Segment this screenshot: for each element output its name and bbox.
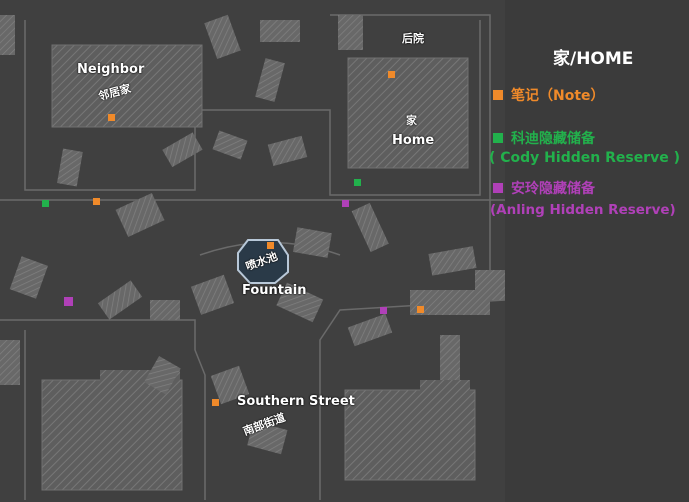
legend-anling-en: (Anling Hidden Reserve) [490, 202, 676, 218]
anling-reserve-marker[interactable] [64, 297, 73, 306]
note-marker[interactable] [108, 114, 115, 121]
anling-reserve-marker[interactable] [380, 307, 387, 314]
legend-title: 家/HOME [553, 49, 634, 69]
anling-reserve-marker[interactable] [342, 200, 349, 207]
legend-cody: 科迪隐藏储备 [493, 128, 595, 148]
green-square-icon [493, 133, 503, 143]
orange-square-icon [493, 90, 503, 100]
note-marker[interactable] [93, 198, 100, 205]
legend-cody-en: ( Cody Hidden Reserve ) [489, 150, 680, 166]
legend-note-text: 笔记（Note） [511, 88, 605, 104]
legend-cody-text: 科迪隐藏储备 [511, 131, 595, 147]
cody-reserve-marker[interactable] [354, 179, 361, 186]
home-cn-label: 家 [406, 114, 417, 127]
backyard-label: 后院 [402, 32, 424, 45]
southern-street-label: Southern Street [237, 394, 355, 409]
legend-note: 笔记（Note） [493, 85, 605, 105]
purple-square-icon [493, 183, 503, 193]
note-marker[interactable] [212, 399, 219, 406]
legend-anling-text: 安玲隐藏储备 [511, 181, 595, 197]
note-marker[interactable] [267, 242, 274, 249]
note-marker[interactable] [417, 306, 424, 313]
neighbor-label: Neighbor [77, 62, 145, 77]
cody-reserve-marker[interactable] [42, 200, 49, 207]
fountain-label: Fountain [242, 283, 307, 298]
note-marker[interactable] [388, 71, 395, 78]
home-label: Home [392, 133, 435, 148]
legend-anling: 安玲隐藏储备 [493, 178, 595, 198]
